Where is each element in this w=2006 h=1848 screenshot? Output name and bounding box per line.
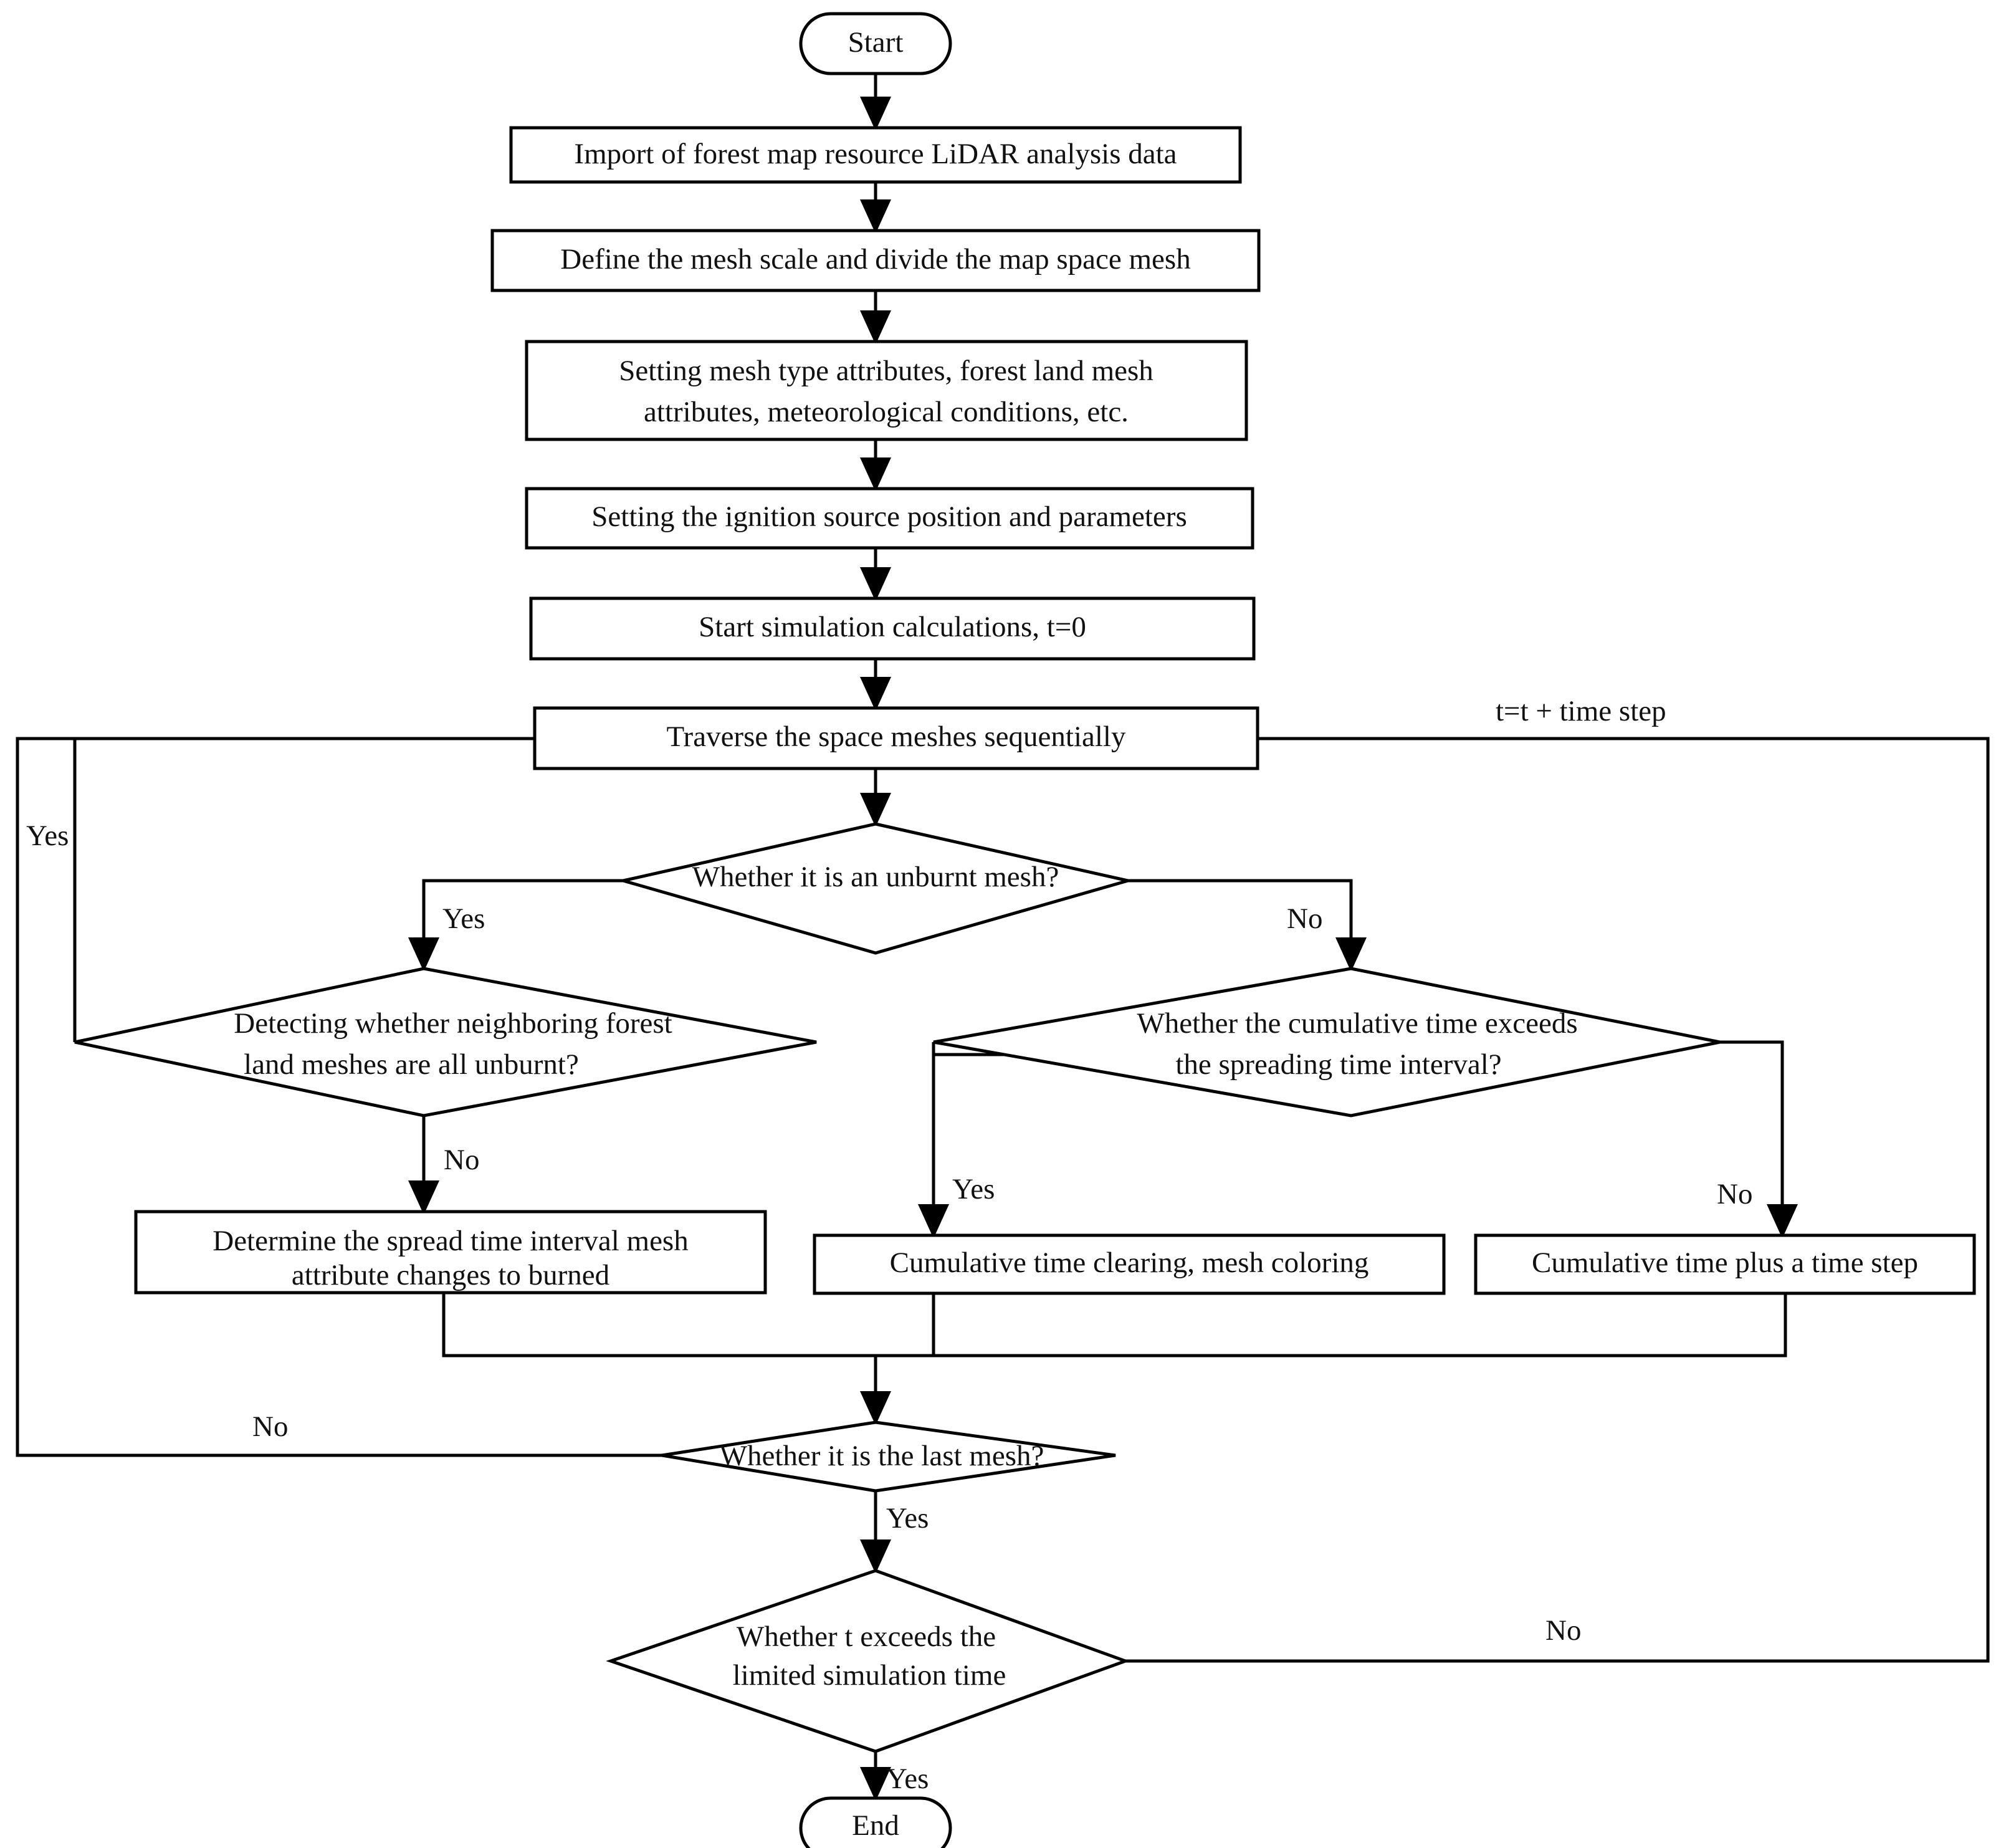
node-import-data-label: Import of forest map resource LiDAR anal… xyxy=(574,138,1177,170)
edge-label-time-step: t=t + time step xyxy=(1496,695,1666,727)
node-define-mesh-label: Define the mesh scale and divide the map… xyxy=(560,243,1190,275)
node-determine-spread-line1: Determine the spread time interval mesh xyxy=(213,1225,688,1257)
node-time-limit-check-line1: Whether t exceeds the xyxy=(737,1621,996,1653)
edge-label-cumulative-no: No xyxy=(1717,1178,1752,1210)
node-clear-time-label: Cumulative time clearing, mesh coloring xyxy=(890,1247,1369,1279)
node-neighbor-check-line1: Detecting whether neighboring forest xyxy=(234,1007,672,1040)
node-clear-time[interactable] xyxy=(813,1233,1446,1295)
node-import-data[interactable] xyxy=(509,126,1242,184)
node-time-limit-check-line2: limited simulation time xyxy=(733,1659,1006,1692)
edge-label-cumulative-yes: Yes xyxy=(952,1173,995,1205)
node-set-attributes-line2: attributes, meteorological conditions, e… xyxy=(644,396,1129,428)
edge-label-timelimit-no: No xyxy=(1545,1614,1581,1647)
edge-label-unburnt-no: No xyxy=(1287,902,1322,935)
node-cumulative-check-line1: Whether the cumulative time exceeds xyxy=(1137,1007,1577,1040)
edge-label-unburnt-yes: Yes xyxy=(442,902,485,935)
node-add-time-step[interactable] xyxy=(1474,1233,1976,1295)
node-set-ignition-label: Setting the ignition source position and… xyxy=(591,500,1187,533)
node-unburnt-check-label: Whether it is an unburnt mesh? xyxy=(692,861,1059,893)
edge-unburnt-yes xyxy=(408,879,623,972)
edge-label-lastmesh-yes: Yes xyxy=(886,1502,929,1534)
node-start-sim-label: Start simulation calculations, t=0 xyxy=(699,611,1086,643)
node-traverse-label: Traverse the space meshes sequentially xyxy=(667,721,1126,753)
node-unburnt-check[interactable] xyxy=(623,822,1129,955)
node-determine-spread-line2: attribute changes to burned xyxy=(292,1259,609,1291)
node-last-mesh-check[interactable] xyxy=(661,1420,1116,1493)
node-set-attributes-line1: Setting mesh type attributes, forest lan… xyxy=(619,355,1153,387)
node-start-label: Start xyxy=(848,26,904,59)
node-add-time-step-label: Cumulative time plus a time step xyxy=(1532,1247,1918,1279)
edge-timelimit-no-loopback xyxy=(877,723,1990,1663)
node-time-limit-check[interactable] xyxy=(606,1569,1130,1753)
edge-label-lastmesh-no: No xyxy=(252,1410,288,1443)
node-start[interactable] xyxy=(799,12,952,75)
edge-label-neighbor-no: No xyxy=(444,1144,479,1176)
node-cumulative-check-line2: the spreading time interval? xyxy=(1175,1048,1501,1081)
node-end[interactable] xyxy=(799,1796,952,1848)
node-traverse[interactable] xyxy=(533,706,1259,770)
node-cumulative-check[interactable] xyxy=(933,967,1721,1118)
node-set-attributes[interactable] xyxy=(525,340,1248,441)
edge-label-timelimit-yes: Yes xyxy=(886,1763,929,1795)
node-neighbor-check-line2: land meshes are all unburnt? xyxy=(244,1048,579,1081)
edge-label-neighbor-yes: Yes xyxy=(26,820,69,852)
node-define-mesh[interactable] xyxy=(490,229,1261,292)
node-end-label: End xyxy=(852,1809,899,1842)
node-determine-spread[interactable] xyxy=(134,1210,767,1295)
node-set-ignition[interactable] xyxy=(525,487,1254,550)
node-start-sim[interactable] xyxy=(529,596,1256,661)
edge-merge-bar xyxy=(442,1290,1787,1357)
node-last-mesh-check-label: Whether it is the last mesh? xyxy=(720,1440,1044,1472)
edge-unburnt-no xyxy=(1128,879,1367,972)
edge-lastmesh-no-loopback xyxy=(16,723,874,1457)
node-neighbor-check[interactable] xyxy=(74,967,817,1118)
